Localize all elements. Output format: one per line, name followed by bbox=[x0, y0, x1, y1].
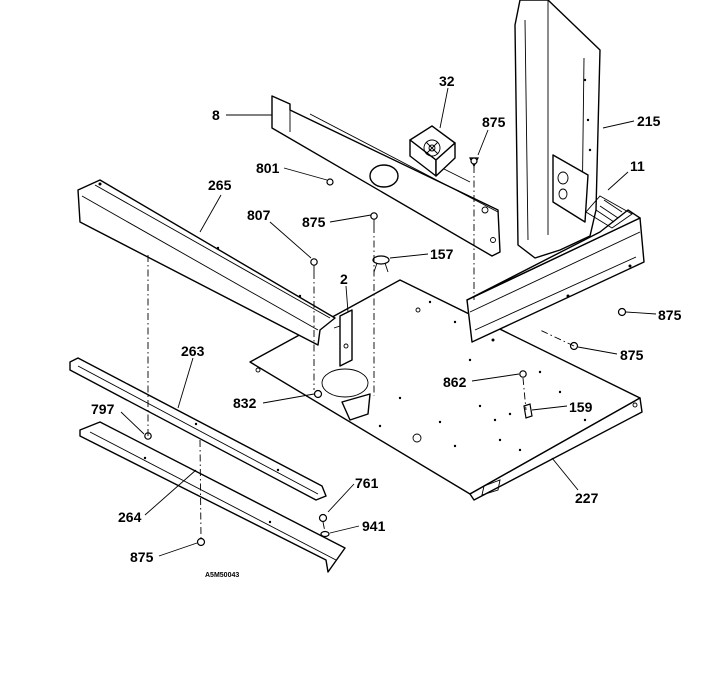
side-rail-265 bbox=[77, 179, 336, 346]
callout-761: 761 bbox=[355, 475, 379, 491]
rear-duct-215 bbox=[514, 0, 601, 259]
clip-159 bbox=[523, 403, 533, 419]
screw-862 bbox=[519, 370, 527, 378]
front-channel-11 bbox=[466, 195, 645, 343]
callout-2: 2 bbox=[340, 271, 348, 287]
screw-761 bbox=[318, 513, 328, 523]
drawing-code: A5M50043 bbox=[205, 572, 239, 579]
callout-875-right2: 875 bbox=[620, 347, 644, 363]
callout-832: 832 bbox=[233, 395, 257, 411]
callout-875-top: 875 bbox=[482, 114, 506, 130]
callout-labels: 8 32 875 215 11 801 265 807 875 157 2 87… bbox=[91, 73, 682, 565]
callout-264: 264 bbox=[118, 509, 142, 525]
screw-801 bbox=[326, 178, 334, 186]
callout-807: 807 bbox=[247, 207, 271, 223]
callout-157: 157 bbox=[430, 246, 454, 262]
callout-801: 801 bbox=[256, 160, 280, 176]
callout-227: 227 bbox=[575, 490, 599, 506]
screw-807 bbox=[310, 258, 318, 272]
callout-215: 215 bbox=[637, 113, 661, 129]
fan-32 bbox=[409, 125, 456, 177]
washer-941 bbox=[320, 530, 330, 538]
callout-875-right1: 875 bbox=[658, 307, 682, 323]
callout-32: 32 bbox=[439, 73, 455, 89]
screw-832 bbox=[313, 389, 323, 399]
callout-941: 941 bbox=[362, 518, 386, 534]
rear-bracket-8 bbox=[271, 95, 501, 257]
leader-lines bbox=[120, 87, 657, 557]
thermostat-157 bbox=[372, 255, 390, 273]
callout-875-bottom: 875 bbox=[130, 549, 154, 565]
callout-11: 11 bbox=[630, 158, 645, 174]
assembly-lines bbox=[147, 166, 575, 539]
screw-875-top bbox=[469, 157, 479, 168]
callout-265: 265 bbox=[208, 177, 232, 193]
callout-875-mid: 875 bbox=[302, 214, 326, 230]
screw-875-mid bbox=[370, 212, 378, 226]
callout-862: 862 bbox=[443, 374, 467, 390]
trim-strip-263 bbox=[69, 357, 327, 501]
callout-797: 797 bbox=[91, 401, 115, 417]
bottom-rail-264 bbox=[79, 421, 346, 573]
callout-263: 263 bbox=[181, 343, 205, 359]
screw-875-right1 bbox=[617, 307, 627, 317]
screw-875-bottom bbox=[196, 537, 206, 547]
callout-159: 159 bbox=[569, 399, 593, 415]
callout-8: 8 bbox=[212, 107, 220, 123]
